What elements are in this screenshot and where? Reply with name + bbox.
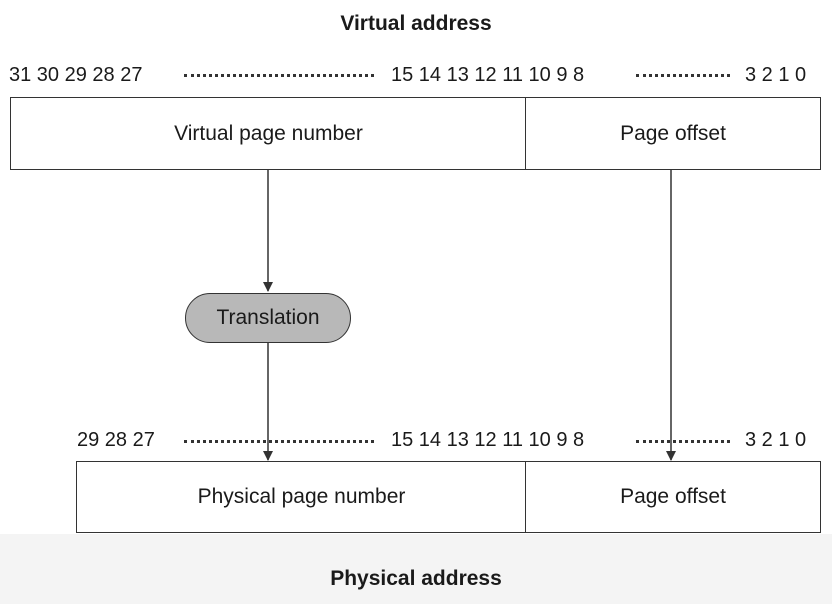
virtual-bits-ellipsis-left [184, 74, 374, 77]
bottom-band [0, 534, 832, 604]
physical-bits-ellipsis-right [636, 440, 730, 443]
physical-page-number-box: Physical page number [76, 461, 527, 533]
physical-page-offset-box: Page offset [525, 461, 821, 533]
virtual-page-offset-label: Page offset [620, 121, 726, 145]
physical-bits-low: 3 2 1 0 [745, 429, 807, 451]
virtual-bits-high: 31 30 29 28 27 [9, 64, 143, 86]
virtual-bits-mid: 15 14 13 12 11 10 9 8 [391, 64, 585, 86]
physical-bits-high: 29 28 27 [77, 429, 155, 451]
physical-page-number-label: Physical page number [197, 485, 406, 508]
virtual-page-number-box: Virtual page number [10, 97, 527, 170]
virtual-page-number-label: Virtual page number [174, 121, 363, 145]
virtual-page-offset-box: Page offset [525, 97, 821, 170]
virtual-address-title: Virtual address [340, 12, 492, 35]
virtual-bits-ellipsis-right [636, 74, 730, 77]
physical-address-title: Physical address [330, 567, 502, 590]
translation-node: Translation [185, 293, 351, 343]
physical-bits-ellipsis-left [184, 440, 374, 443]
virtual-bits-low: 3 2 1 0 [745, 64, 807, 86]
physical-page-offset-label: Page offset [620, 485, 726, 508]
physical-bits-mid: 15 14 13 12 11 10 9 8 [391, 429, 585, 451]
translation-label: Translation [216, 306, 320, 329]
